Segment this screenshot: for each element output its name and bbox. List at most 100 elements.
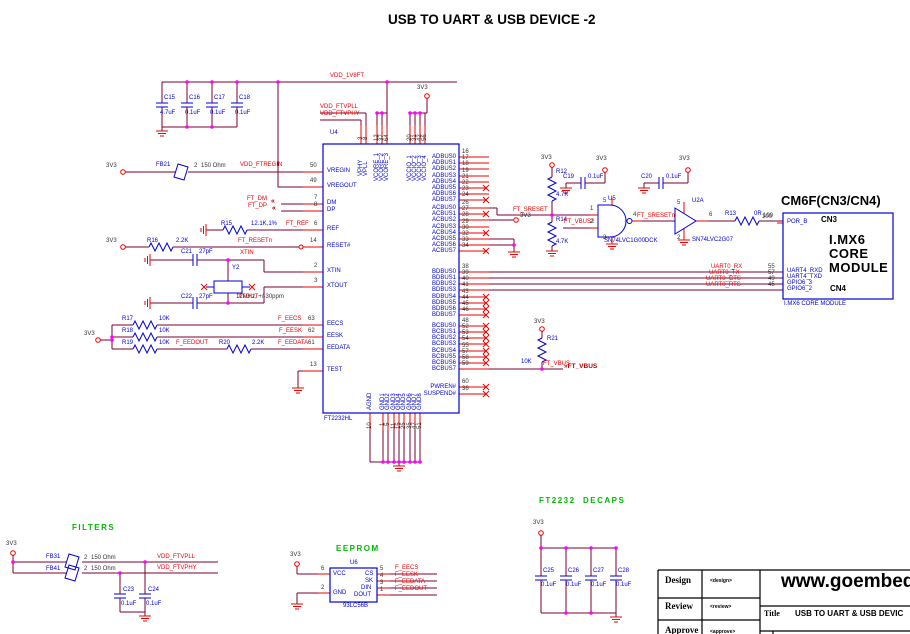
component-label: C23 <box>123 587 135 593</box>
cm6f-heading: CM6F(CN3/CN4) <box>781 193 881 208</box>
component-label: 0.1uF <box>588 174 604 180</box>
pin-number: 17 <box>462 155 469 161</box>
section-title: FILTERS <box>72 523 116 532</box>
component-label: R20 <box>219 340 231 346</box>
pin-stubs <box>298 125 783 596</box>
component-label: 93LC56B <box>343 603 369 609</box>
component-label: R12 <box>556 169 568 175</box>
component-label: C24 <box>148 587 160 593</box>
pin-name: BDBUS3 <box>431 287 456 293</box>
net-label: FT_VBUS2 <box>564 219 595 225</box>
offpage-connector-icon: « <box>271 198 275 205</box>
pin-name: BDBUS0 <box>431 269 456 275</box>
design-label: Design <box>665 575 692 585</box>
pin-name: ADBUS2 <box>431 166 456 172</box>
net-label: F_EEDOUT <box>176 340 209 346</box>
component-label: U6 <box>350 560 358 566</box>
component-label: FB41 <box>46 566 61 572</box>
pin-name: BDBUS7 <box>431 312 456 318</box>
component-label: 12.1K,1% <box>251 221 278 227</box>
pin-name: BDBUS1 <box>431 275 456 281</box>
net-label: F_EEDOUT <box>395 586 428 592</box>
component-label: 0.1uF <box>666 174 682 180</box>
pin-number: 4 <box>380 573 384 579</box>
component-label: C21 <box>181 249 193 255</box>
component-label: 10K <box>159 340 170 346</box>
pin-number: 55 <box>462 343 469 349</box>
net-label: VDD_FTVPHY <box>157 565 197 571</box>
component-label: C15 <box>164 95 176 101</box>
component-label: 0.1uF <box>146 601 162 607</box>
pin-number: 32 <box>462 231 469 237</box>
pin-name: GND8 <box>417 393 423 410</box>
component-label: FT2232HL <box>324 416 353 422</box>
pin-name: XTOUT <box>327 283 348 289</box>
component-label: FB31 <box>46 554 61 560</box>
u5-nand-gate <box>597 204 633 238</box>
component-label: 0.1uF <box>566 582 582 588</box>
pin-number: 3V3 <box>417 85 428 91</box>
pin-number: 63 <box>308 316 315 322</box>
net-label: F_EESK <box>395 572 419 578</box>
pin-number: 13 <box>310 362 317 368</box>
pin-number: 19 <box>462 168 469 174</box>
pin-number: 150 Ohm <box>91 555 116 561</box>
pin-name: VCC <box>333 571 346 577</box>
pin-number: 62 <box>308 328 315 334</box>
pin-number: 4 <box>633 212 637 218</box>
review-label: Review <box>665 601 693 611</box>
pin-number: 7 <box>314 195 318 201</box>
pin-name: BCBUS0 <box>431 323 456 329</box>
junction-dots <box>11 80 618 615</box>
pin-name: ADBUS7 <box>431 197 456 203</box>
pin-number: 45 <box>768 282 775 288</box>
approve-label: Approve <box>665 625 699 634</box>
section-title: FT2232 DECAPS <box>539 496 626 505</box>
pin-name: ADBUS3 <box>431 173 456 179</box>
net-label: FT_REF <box>286 221 309 227</box>
pin-number: 6 <box>314 221 318 227</box>
pin-number: 34 <box>462 243 469 249</box>
pin-number: 38 <box>462 264 469 270</box>
component-label: C17 <box>214 95 226 101</box>
pin-number: 48 <box>462 318 469 324</box>
section-title: EEPROM <box>336 544 380 553</box>
net-label: XTOUT <box>238 294 259 300</box>
pin-number: 1 <box>590 206 594 212</box>
pin-name: DM <box>327 200 337 206</box>
net-label: VDD_1V8FT <box>330 73 365 79</box>
doc-title: USB TO UART & USB DEVIC <box>795 609 904 618</box>
pin-name: BCBUS6 <box>431 360 456 366</box>
pin-number: 6 <box>709 212 713 218</box>
pin-name: ACBUS0 <box>431 205 456 211</box>
component-label: 4.7uF <box>160 110 176 116</box>
pin-name: UART4_TXD <box>787 274 822 280</box>
pin-name: VREGOUT <box>327 183 357 189</box>
pin-number: 43 <box>462 289 469 295</box>
pin-number: 3V3 <box>541 155 552 161</box>
pin-name: GPIO6_2 <box>787 286 813 292</box>
pin-number: 23 <box>462 186 469 192</box>
component-label: 2.2K <box>176 238 189 244</box>
title-block-lines <box>657 569 910 634</box>
pin-name: DP <box>327 207 336 213</box>
pin-number: 33 <box>462 237 469 243</box>
net-label: UART0_TX <box>709 270 740 276</box>
component-label: C16 <box>189 95 201 101</box>
component-label: 4.7K <box>556 192 569 198</box>
net-label: FT_SRESET <box>513 207 548 213</box>
pin-number: 54 <box>462 336 469 342</box>
component-label: SN74LVC1G00DCK <box>604 238 658 244</box>
component-label: 10K <box>159 316 170 322</box>
pin-name: UART4_RXD <box>787 268 823 274</box>
pin-name: BCBUS4 <box>431 348 456 354</box>
pin-number: 3V3 <box>679 156 690 162</box>
component-label: 0.1uF <box>121 601 137 607</box>
component-label: 0R <box>754 211 762 217</box>
pin-name: DOUT <box>354 592 371 598</box>
net-label: F_EECS <box>278 316 302 322</box>
pin-number: 50 <box>310 163 317 169</box>
pin-number: 3 <box>380 580 384 586</box>
component-label: C22 <box>181 294 193 300</box>
fb31-ferrite-bead <box>64 553 80 571</box>
